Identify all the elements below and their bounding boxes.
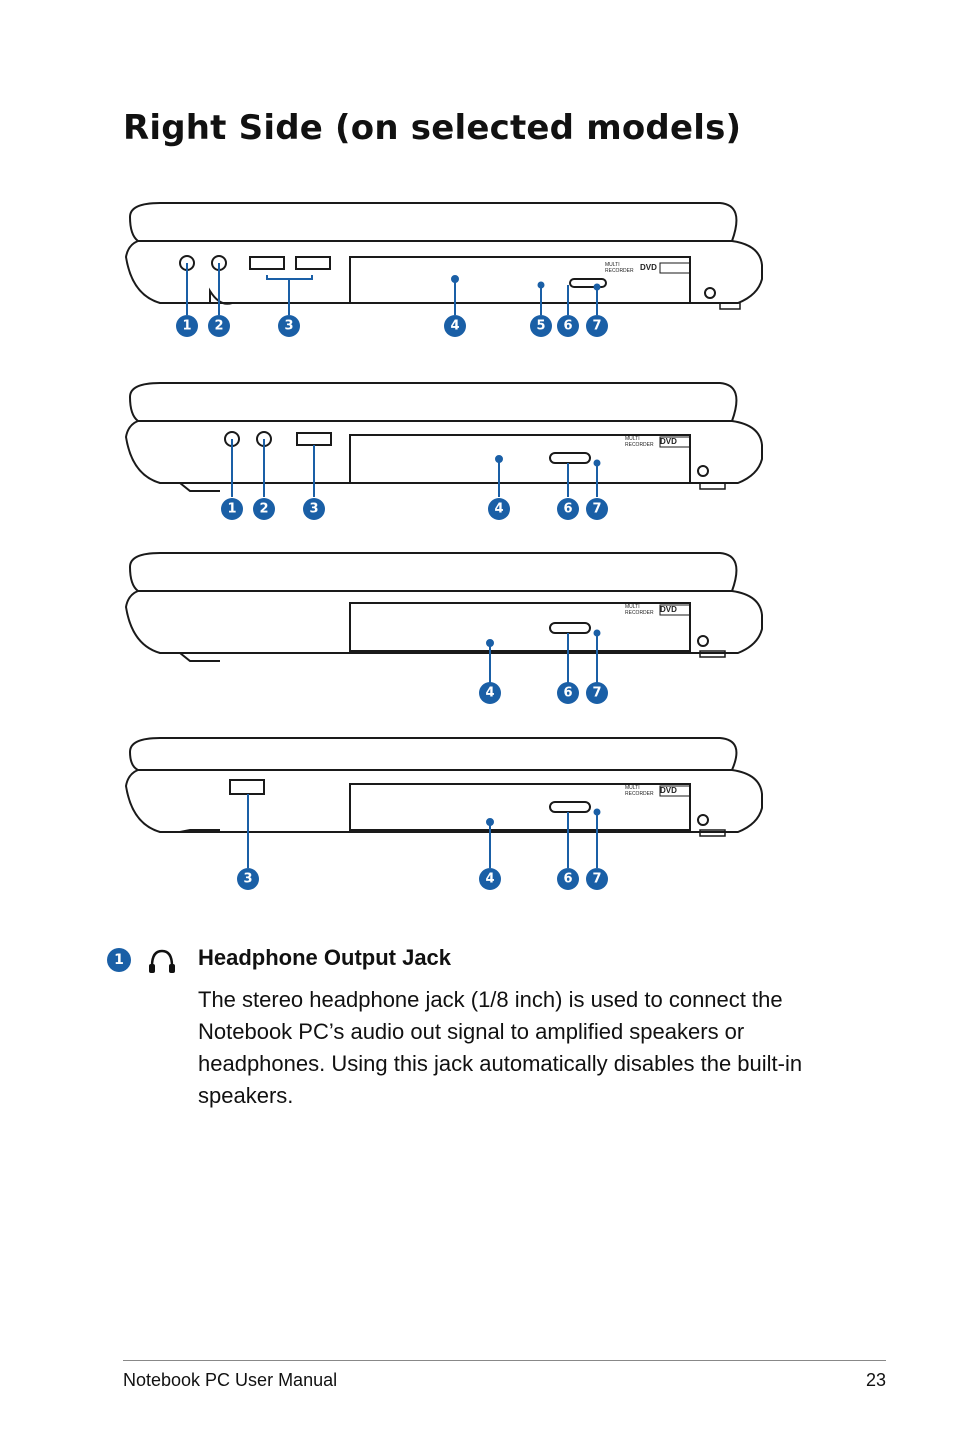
page-title: Right Side (on selected models) (123, 108, 742, 148)
drive-label-bottom-2: RECORDER (625, 442, 654, 448)
item-description: The stereo headphone jack (1/8 inch) is … (198, 987, 803, 1108)
footer-manual-title: Notebook PC User Manual (123, 1370, 338, 1390)
drive-label-top-4: MULTI (625, 785, 640, 791)
drive-label-top-2: MULTI (625, 436, 640, 442)
callout-3-6: 6 (563, 686, 572, 701)
callout-1-1: 1 (182, 319, 191, 334)
laptop-diagram-4: MULTI RECORDER DVD 3 4 6 7 (120, 730, 780, 895)
footer-page-number: 23 (865, 1370, 886, 1390)
drive-logo-1: DVD (640, 263, 657, 272)
callouts-2: 1 2 3 4 6 7 (221, 498, 608, 520)
drive-label-bottom-4: RECORDER (625, 791, 654, 797)
drive-logo-4: DVD (660, 786, 677, 795)
item-number-badge: 1 (107, 948, 131, 972)
callout-2-7: 7 (592, 502, 601, 517)
callout-4-3: 3 (243, 872, 252, 887)
laptop-side-view-3: MULTI RECORDER DVD 4 6 7 (124, 552, 763, 704)
callout-2-3: 3 (309, 502, 318, 517)
callout-3-7: 7 (592, 686, 601, 701)
callout-2-1: 1 (227, 502, 236, 517)
callout-1-3: 3 (284, 319, 293, 334)
callouts-3: 4 6 7 (479, 682, 608, 704)
laptop-diagram-2: MULTI RECORDER DVD 1 2 3 4 6 7 (120, 375, 780, 525)
laptop-diagram-1: MULTI RECORDER DVD 1 2 3 4 5 6 7 (120, 195, 780, 345)
callout-2-2: 2 (259, 502, 268, 517)
drive-label-bottom-3: RECORDER (625, 610, 654, 616)
callout-4-7: 7 (592, 872, 601, 887)
laptop-side-view-2: MULTI RECORDER DVD 1 2 3 4 6 7 (124, 382, 763, 520)
drive-logo-3: DVD (660, 605, 677, 614)
callout-1-2: 2 (214, 319, 223, 334)
drive-logo-2: DVD (660, 437, 677, 446)
callout-1-7: 7 (592, 319, 601, 334)
laptop-side-view-1: MULTI RECORDER DVD 1 2 3 4 5 6 7 (124, 202, 763, 337)
callouts-1: 1 2 3 4 5 6 7 (176, 315, 608, 337)
drive-label-top-1: MULTI (605, 262, 620, 268)
callout-2-4: 4 (494, 502, 503, 517)
drive-label-top-3: MULTI (625, 604, 640, 610)
callout-1-4: 4 (450, 319, 459, 334)
callout-1-6: 6 (563, 319, 572, 334)
callout-1-5: 5 (536, 319, 545, 334)
callouts-4: 3 4 6 7 (237, 868, 608, 890)
callout-4-6: 6 (563, 872, 572, 887)
drive-label-bottom-1: RECORDER (605, 268, 634, 274)
headphone-icon (149, 949, 175, 973)
callout-4-4: 4 (485, 872, 494, 887)
callout-2-6: 6 (563, 502, 572, 517)
footer-divider (123, 1360, 886, 1361)
laptop-diagram-3: MULTI RECORDER DVD 4 6 7 (120, 545, 780, 705)
item-heading: Headphone Output Jack (198, 945, 452, 970)
callout-3-4: 4 (485, 686, 494, 701)
laptop-side-view-4: MULTI RECORDER DVD 3 4 6 7 (124, 737, 763, 890)
